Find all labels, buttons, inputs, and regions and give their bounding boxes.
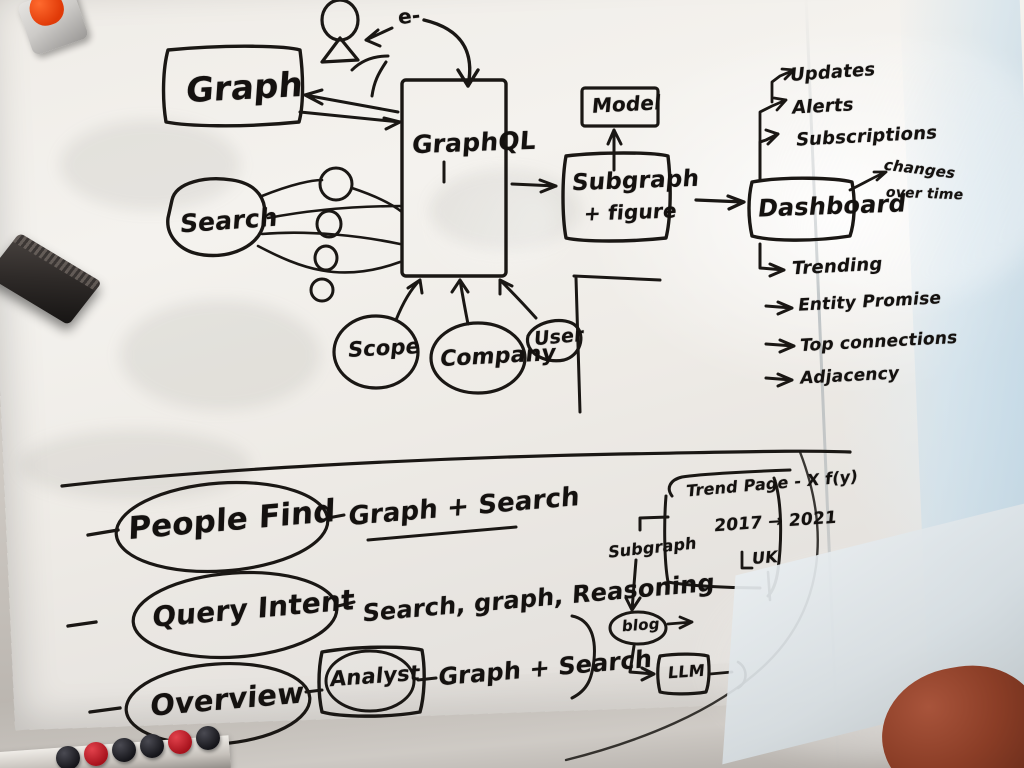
- llm-box: [656, 652, 711, 696]
- dashboard-box: [747, 176, 856, 242]
- curve-to-graphql-top: [422, 18, 480, 88]
- query-intent-oval: [131, 570, 339, 660]
- results-brace: [570, 614, 596, 700]
- scope-oval: [332, 314, 420, 390]
- arrow-topconn: [764, 338, 796, 354]
- dashboard-output-bracket3: [770, 67, 796, 104]
- arrow-subgraph-to-dashboard: [694, 194, 746, 211]
- node-circle: [318, 166, 354, 202]
- person-head-icon: [320, 0, 360, 42]
- edge-search-graphql: [266, 204, 404, 220]
- arrow-adjacency: [764, 372, 794, 388]
- dashboard-output-bracket: [758, 128, 780, 182]
- dashboard-output-bracket2: [758, 96, 788, 146]
- blog-oval: [608, 610, 668, 646]
- arrow-scope-to-graphql: [394, 278, 424, 322]
- analyst-inner-oval: [324, 649, 416, 713]
- uk-tick: [740, 550, 754, 570]
- magnet[interactable]: [168, 730, 192, 754]
- model-box: [580, 86, 660, 128]
- arrow-entity: [764, 300, 794, 316]
- graph-search-underline-1: [366, 525, 518, 542]
- people-find-oval: [114, 480, 330, 574]
- edge-node-graphql: [350, 186, 404, 214]
- query-intent-connector: [336, 600, 356, 608]
- arrow-trending: [758, 242, 786, 278]
- edge-search-graphql: [256, 244, 402, 274]
- search-oval: [166, 177, 267, 258]
- node-circle: [313, 244, 339, 272]
- subgraph-figure-box: [561, 151, 672, 243]
- magnet[interactable]: [84, 742, 108, 766]
- divider-vertical: [572, 274, 662, 282]
- arrow-user-to-graphql: [498, 278, 538, 320]
- magnet[interactable]: [196, 726, 220, 750]
- edge-search-graphql: [260, 231, 402, 246]
- person-body-icon: [320, 36, 360, 64]
- edge-search-node: [260, 178, 324, 198]
- user-oval: [525, 318, 583, 363]
- node-circle: [315, 209, 343, 239]
- analyst-box: [317, 645, 426, 718]
- magnet[interactable]: [112, 738, 136, 762]
- list-bullet: [86, 528, 120, 537]
- trend-subgraph-connector: [638, 515, 670, 532]
- arrow-search-to-graphql: [298, 110, 402, 131]
- magnet[interactable]: [140, 734, 164, 758]
- analyst-connector: [416, 676, 438, 682]
- arrow-company-to-graphql: [450, 278, 470, 326]
- person-arrow-b: [350, 54, 390, 72]
- person-arrow-a: [364, 26, 394, 48]
- company-oval: [429, 321, 527, 395]
- arrow-subgraph-to-blog: [624, 558, 642, 612]
- list-bullet: [66, 620, 98, 628]
- people-find-connector: [326, 513, 346, 520]
- arrow-blog-to-llm: [628, 644, 656, 682]
- section-separator: [60, 449, 852, 488]
- list-bullet: [88, 706, 122, 714]
- dashboard-side-arrow: [848, 170, 888, 192]
- trend-page-box: [663, 494, 762, 590]
- divider-vertical2: [574, 276, 582, 414]
- person-arrow-c: [370, 60, 388, 98]
- graph-box: [161, 44, 305, 128]
- magnet[interactable]: [56, 746, 80, 768]
- arrow-graphql-to-subgraph: [510, 178, 558, 194]
- trend-page-bracket-left: [667, 468, 792, 498]
- arrow-graphql-to-graph: [303, 88, 400, 114]
- blog-out-arrow: [666, 615, 694, 630]
- node-circle: [309, 277, 335, 303]
- arrow-subgraph-to-model: [606, 128, 623, 172]
- graphql-box: [400, 78, 508, 278]
